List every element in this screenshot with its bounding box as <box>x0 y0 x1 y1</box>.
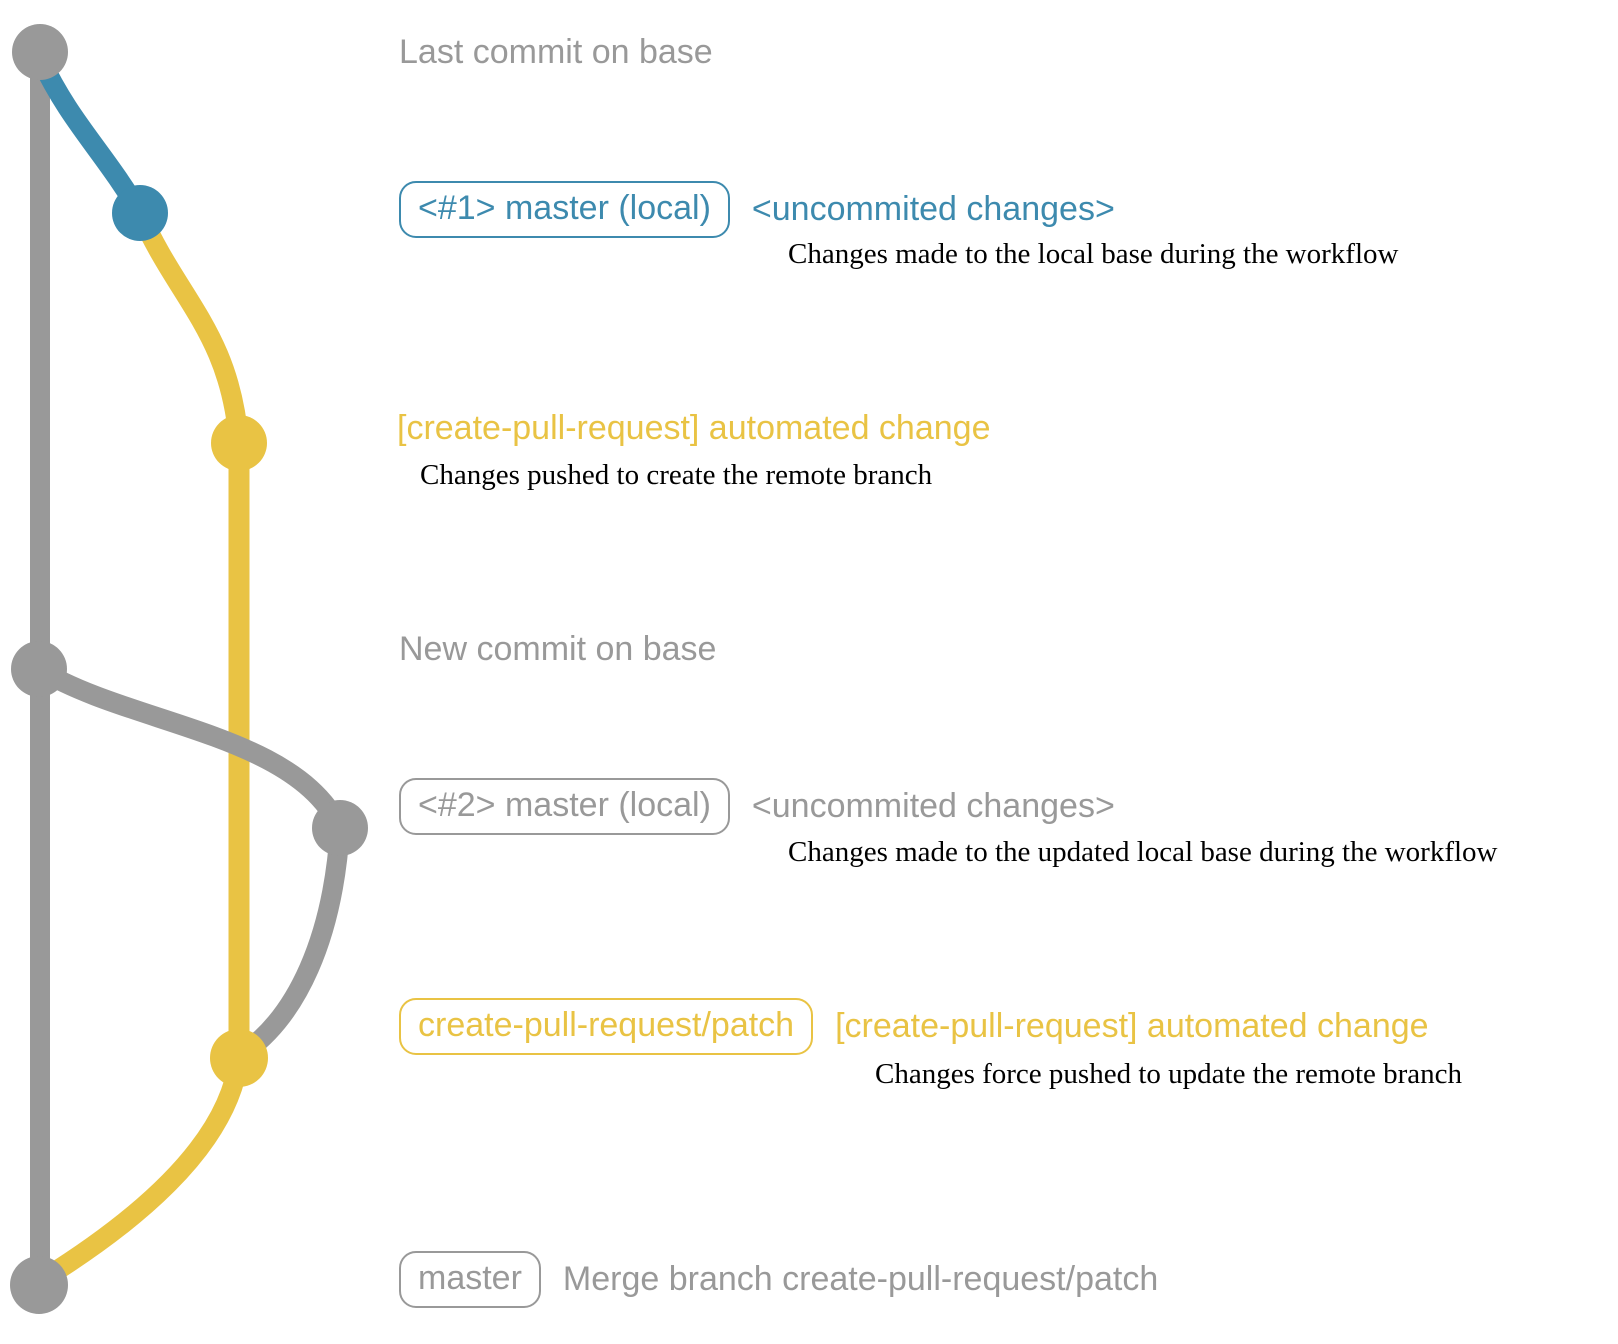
commit-node-patch-1 <box>211 415 267 471</box>
commit-graph <box>10 24 368 1314</box>
patch-branch-row: create-pull-request/patch [create-pull-r… <box>399 998 1429 1056</box>
commit-node-last-base <box>12 24 68 80</box>
master-badge: master <box>399 1251 541 1309</box>
force-push-edge <box>235 818 350 1062</box>
merge-row: master Merge branch create-pull-request/… <box>399 1251 1159 1309</box>
local-master-2-description: Changes made to the updated local base d… <box>788 836 1498 868</box>
last-commit-label: Last commit on base <box>399 33 713 71</box>
patch-branch-edge-1 <box>130 203 249 453</box>
merge-message: Merge branch create-pull-request/patch <box>562 1260 1159 1298</box>
push-2-title: [create-pull-request] automated change <box>835 1007 1429 1045</box>
local-branch-2-edge <box>29 659 350 838</box>
commit-node-local-2 <box>312 800 368 856</box>
push-2-description: Changes force pushed to update the remot… <box>875 1058 1463 1090</box>
local-master-1-status: <uncommited changes> <box>751 190 1115 228</box>
local-master-1-description: Changes made to the local base during th… <box>788 238 1399 270</box>
patch-merge-edge <box>35 1048 249 1288</box>
commit-node-local-1 <box>112 185 168 241</box>
local-master-1-row: <#1> master (local) <uncommited changes> <box>399 181 1115 239</box>
local-master-2-row: <#2> master (local) <uncommited changes> <box>399 778 1115 836</box>
local-master-1-badge: <#1> master (local) <box>399 181 730 239</box>
commit-node-patch-2 <box>210 1029 268 1087</box>
commit-node-merge <box>10 1256 68 1314</box>
commit-node-new-base <box>11 641 67 697</box>
push-1-title: [create-pull-request] automated change <box>397 409 991 447</box>
new-commit-label: New commit on base <box>399 630 717 668</box>
local-master-2-status: <uncommited changes> <box>751 787 1115 825</box>
patch-branch-badge: create-pull-request/patch <box>399 998 814 1056</box>
local-master-2-badge: <#2> master (local) <box>399 778 730 836</box>
push-1-description: Changes pushed to create the remote bran… <box>420 459 933 491</box>
